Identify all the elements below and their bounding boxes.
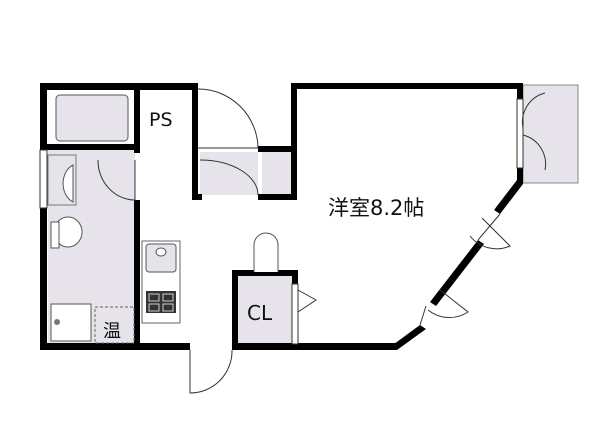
vanity-counter	[47, 154, 77, 206]
shoe-box-floor	[262, 152, 292, 195]
stove-burners	[148, 293, 174, 312]
entrance-door-icon	[189, 349, 233, 394]
drain-icon	[54, 319, 60, 325]
entry-storage-door-icon	[197, 88, 259, 149]
water-heater-area	[94, 306, 135, 344]
refrigerator-space-icon	[253, 232, 279, 272]
water-heater-label: 温	[103, 321, 121, 342]
stove-icon	[146, 291, 176, 313]
toilet-tank	[50, 221, 60, 249]
walls	[40, 83, 523, 350]
closet-floor	[238, 276, 294, 344]
balcony-door-icon	[521, 92, 547, 171]
washroom-door-icon	[97, 159, 136, 201]
sink-drain	[155, 247, 167, 257]
sink-icon	[145, 243, 177, 273]
bathtub-icon	[55, 94, 129, 142]
entry-storage-floor	[200, 152, 258, 195]
closet-door-icon	[297, 289, 317, 313]
windows	[39, 98, 524, 345]
closet-label: CL	[247, 301, 273, 325]
balcony	[522, 84, 579, 184]
doors	[97, 88, 547, 394]
window-door-icon	[469, 217, 511, 250]
pipe-space-label: PS	[149, 109, 173, 131]
main-room-label: 洋室8.2帖	[328, 196, 424, 220]
washbasin-icon	[62, 164, 74, 203]
